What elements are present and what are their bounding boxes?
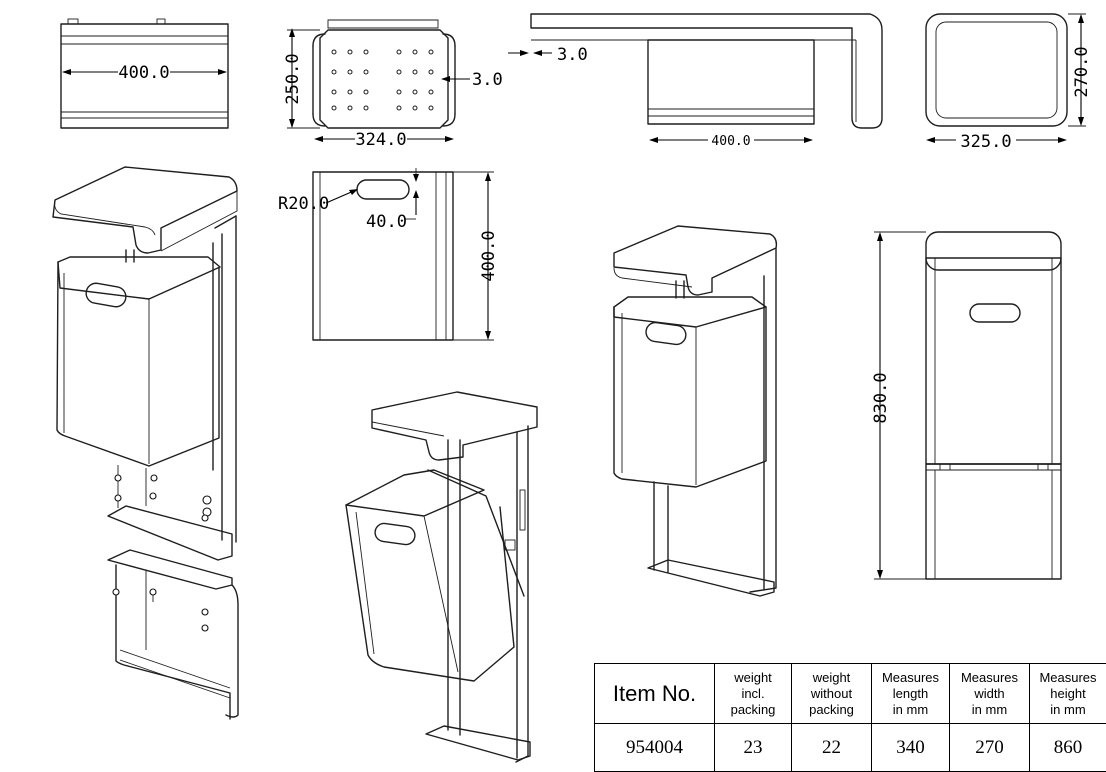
- top-view: 270.0 325.0: [925, 13, 1092, 152]
- front-elevation-view: 830.0: [871, 231, 1062, 580]
- exploded-isometric-view: [52, 166, 239, 720]
- dim-back-thickness: 3.0: [472, 70, 503, 90]
- back-plate-view: 250.0 324.0 3.0: [283, 19, 503, 150]
- dim-side-thickness: 3.0: [557, 45, 588, 65]
- dim-back-height: 250.0: [283, 53, 303, 104]
- mounting-holes: [331, 49, 434, 111]
- spec-table-value-row: 954004 23 22 340 270 860: [594, 723, 1106, 772]
- dim-slot-offset: 40.0: [366, 212, 407, 232]
- value-weight-without: 22: [791, 723, 872, 772]
- bin-body-view: R20.0 40.0 400.0: [278, 168, 499, 341]
- value-weight-incl: 23: [714, 723, 792, 772]
- bolts-lower: [112, 588, 209, 632]
- lid-front-view: 400.0: [60, 18, 229, 129]
- dim-top-width: 325.0: [960, 132, 1011, 152]
- dim-side-width: 400.0: [711, 134, 750, 149]
- spec-table: Item No. weight incl. packing weight wit…: [594, 663, 1106, 772]
- dim-bin-height: 400.0: [479, 230, 499, 281]
- header-item-no: Item No.: [594, 663, 715, 724]
- header-length: Measures length in mm: [871, 663, 950, 724]
- header-weight-without: weight without packing: [791, 663, 872, 724]
- dim-slot-radius: R20.0: [278, 194, 329, 214]
- value-width: 270: [949, 723, 1030, 772]
- dim-total-height: 830.0: [871, 372, 891, 423]
- header-width: Measures width in mm: [949, 663, 1030, 724]
- value-item-no: 954004: [594, 723, 715, 772]
- bolts-upper: [114, 474, 212, 522]
- tilted-bin-isometric-view: [345, 391, 538, 763]
- spec-table-header-row: Item No. weight incl. packing weight wit…: [594, 663, 1106, 724]
- dim-back-width: 324.0: [355, 130, 406, 150]
- side-profile-view: 3.0 400.0: [508, 13, 883, 149]
- value-height: 860: [1029, 723, 1106, 772]
- header-height: Measures height in mm: [1029, 663, 1106, 724]
- value-length: 340: [871, 723, 950, 772]
- assembled-isometric-view: [613, 225, 778, 597]
- dim-lid-width: 400.0: [118, 63, 169, 83]
- header-weight-incl: weight incl. packing: [714, 663, 792, 724]
- dim-top-depth: 270.0: [1072, 46, 1092, 97]
